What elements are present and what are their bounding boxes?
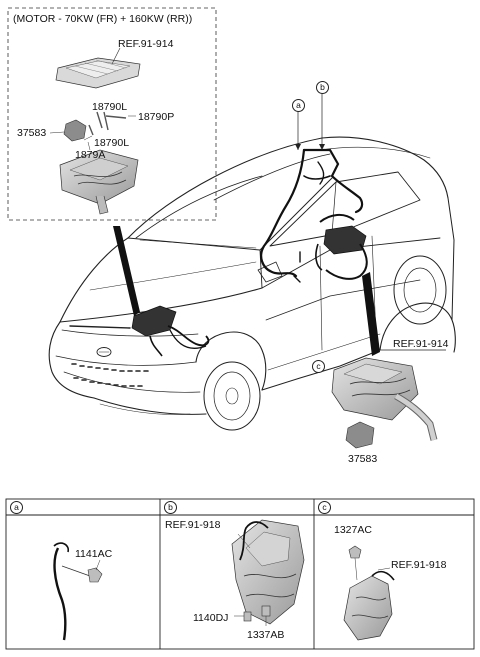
part-label-37583-inset: 37583 bbox=[17, 127, 47, 139]
inset-harness-module bbox=[59, 141, 139, 215]
callout-c-marker[interactable]: c bbox=[312, 360, 325, 373]
panel-a-marker: a bbox=[10, 501, 23, 514]
rear-harness bbox=[315, 214, 368, 280]
inset-cover-plate bbox=[55, 47, 141, 89]
bottom-panels-frame bbox=[5, 498, 475, 650]
panel-c-module bbox=[343, 545, 395, 641]
inset-ref-label: REF.91-914 bbox=[118, 38, 174, 50]
inset-small-connectors bbox=[83, 111, 136, 141]
part-label-18790l-a: 18790L bbox=[92, 101, 128, 113]
detail-c-module bbox=[331, 357, 438, 441]
panel-b-ref-label: REF.91-918 bbox=[165, 519, 221, 531]
panel-b-part-1337ab: 1337AB bbox=[247, 629, 285, 641]
panel-b-part-1140dj: 1140DJ bbox=[193, 612, 229, 624]
panel-c-marker: c bbox=[318, 501, 331, 514]
main-harness bbox=[260, 148, 364, 283]
callout-leaders bbox=[297, 94, 446, 351]
motor-config-caption: (MOTOR - 70KW (FR) + 160KW (RR)) bbox=[13, 13, 193, 25]
front-harness bbox=[131, 305, 210, 357]
panel-c-ref-label: REF.91-918 bbox=[391, 559, 447, 571]
pointer-bands bbox=[113, 226, 380, 356]
detail-c-ref-label: REF.91-914 bbox=[393, 338, 449, 350]
callout-a-marker[interactable]: a bbox=[292, 99, 305, 112]
part-label-1879a: 1879A bbox=[75, 149, 106, 161]
inset-37583-block bbox=[49, 119, 87, 142]
panel-b-marker: b bbox=[164, 501, 177, 514]
panel-a-part-1141ac: 1141AC bbox=[75, 548, 113, 560]
panel-b-module bbox=[231, 519, 305, 626]
part-label-18790p: 18790P bbox=[138, 111, 175, 123]
detail-c-part-37583: 37583 bbox=[348, 453, 378, 465]
panel-c-part-1327ac: 1327AC bbox=[334, 524, 372, 536]
detail-c-37583-block bbox=[345, 421, 375, 449]
panel-a-harness bbox=[53, 542, 103, 641]
callout-b-marker[interactable]: b bbox=[316, 81, 329, 94]
vehicle-outline bbox=[48, 136, 456, 431]
part-label-18790l-b: 18790L bbox=[94, 137, 130, 149]
callout-arrows bbox=[295, 144, 325, 150]
